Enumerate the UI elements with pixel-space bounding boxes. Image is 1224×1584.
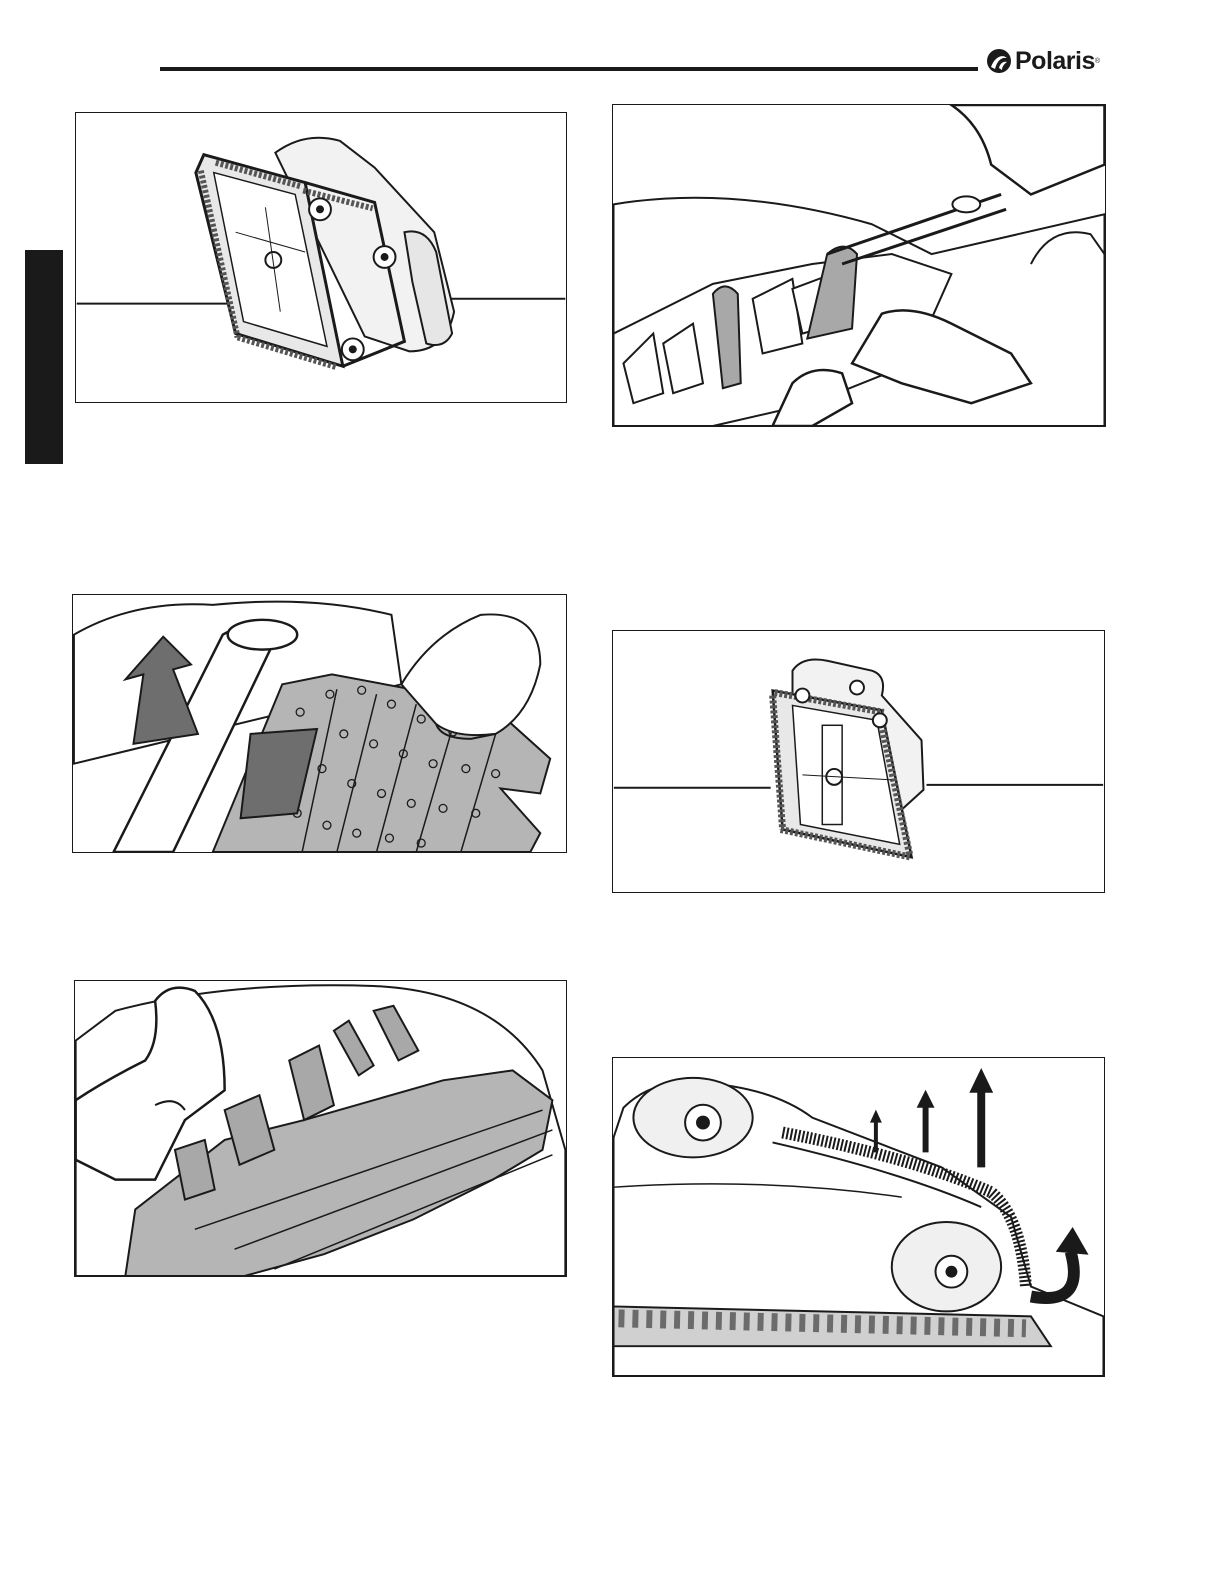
track-removal-illustration: [73, 595, 566, 852]
figure-pulling-fins: [74, 980, 567, 1277]
trademark-symbol: ®: [1095, 58, 1100, 65]
figure-cleaner-front-view: [612, 630, 1105, 893]
track-lifting-illustration: [613, 1058, 1104, 1376]
polaris-swirl-logo-icon: [986, 48, 1012, 74]
polaris-logo: Polaris®: [986, 44, 1110, 78]
cleaner-illustration: [76, 113, 566, 402]
figure-cleaner-side-view: [75, 112, 567, 403]
pulling-fins-illustration: [75, 981, 566, 1276]
cleaner-front-illustration: [613, 631, 1104, 892]
figure-track-removal: [72, 594, 567, 853]
header-rule: [160, 67, 978, 71]
figure-track-lifting: [612, 1057, 1105, 1377]
figure-scissors-cutting: [612, 104, 1106, 427]
scissors-illustration: [613, 105, 1105, 426]
section-side-tab: [25, 250, 63, 464]
brand-name: Polaris: [1015, 47, 1095, 76]
